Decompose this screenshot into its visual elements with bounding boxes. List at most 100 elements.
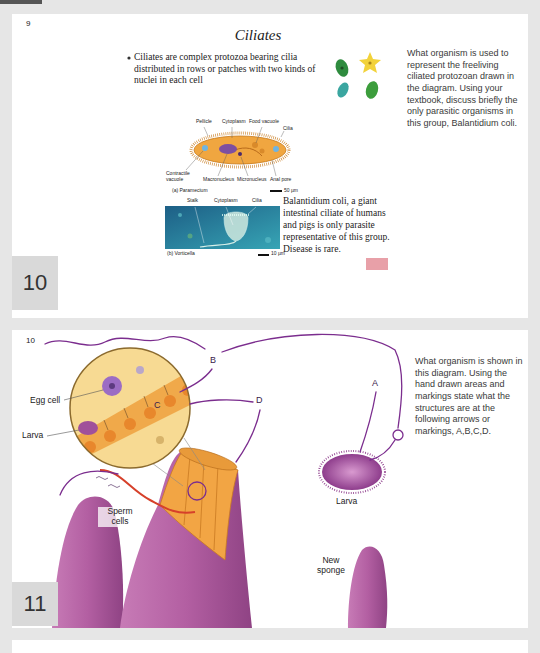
hand-mark <box>190 400 253 404</box>
leader-line <box>256 127 262 143</box>
photo-speck <box>178 213 182 217</box>
hand-mark <box>236 410 260 462</box>
part-label: Cilia <box>252 198 262 204</box>
part-label: Pellicle <box>196 119 212 125</box>
paramecium-figure <box>186 127 289 192</box>
slide-panel <box>12 14 528 318</box>
leader-line <box>204 127 208 136</box>
oral-groove <box>235 148 262 156</box>
micronucleus-shape <box>238 152 242 156</box>
hand-circle <box>393 430 403 440</box>
question-text: What organism is used to represent the f… <box>407 48 526 130</box>
vorticella-cilia <box>222 214 250 216</box>
cell-shape <box>156 436 164 444</box>
organism-icons <box>333 52 381 100</box>
link-button <box>366 258 388 270</box>
part-label: Sperm cells <box>98 507 142 527</box>
magnified-cells <box>60 365 210 470</box>
leader-line <box>248 207 256 214</box>
question-text: What organism is shown in this diagram. … <box>415 356 527 438</box>
protist-icon <box>333 57 350 78</box>
larva-cilia <box>319 451 385 493</box>
part-label: Cytoplasm <box>214 198 238 204</box>
hand-mark <box>180 369 212 392</box>
part-label: Egg cell <box>30 396 60 406</box>
flagellum <box>164 385 168 395</box>
hand-mark <box>45 337 205 349</box>
letter-marker: A <box>372 378 378 388</box>
slide-panel <box>12 640 528 653</box>
protist-icon <box>340 66 343 69</box>
scale-label: 50 µm <box>284 188 298 194</box>
part-label: Macronucleus <box>203 177 234 183</box>
slide-title: Ciliates <box>208 27 308 44</box>
hand-drawn-marks <box>45 334 403 500</box>
magnified-outline <box>70 348 190 468</box>
cell-shape <box>136 366 144 374</box>
flagellum <box>124 408 128 418</box>
collar-cell <box>124 418 136 430</box>
hand-mark <box>360 392 376 452</box>
leader-line <box>64 390 103 400</box>
part-label: Micronucleus <box>237 177 266 183</box>
letter-marker: D <box>256 395 263 405</box>
sponge-figure <box>47 348 387 628</box>
hand-mark <box>60 471 118 495</box>
cilia-fringe <box>191 133 289 167</box>
node-text: 11 <box>24 591 47 617</box>
contractile-vacuole-shape <box>273 146 279 152</box>
photo-ground <box>165 206 280 249</box>
leader-line <box>47 430 79 436</box>
hand-mark <box>222 334 402 428</box>
hand-mark <box>370 440 395 460</box>
macronucleus-shape <box>219 144 237 154</box>
flagellum <box>144 396 148 407</box>
part-label: Food vacuole <box>249 119 279 125</box>
collar-cell <box>84 441 96 453</box>
part-label: Cilia <box>283 126 293 132</box>
bullet-dot <box>127 56 130 59</box>
scale-label: 10 µm <box>271 251 285 257</box>
slide-number-box: 11 <box>12 582 58 626</box>
letter-marker: C <box>154 400 161 410</box>
zoom-line <box>152 463 183 486</box>
part-label: Larva <box>22 431 43 441</box>
protist-icon <box>364 80 380 100</box>
food-vacuole-shape <box>252 142 258 148</box>
part-label: Cytoplasm <box>222 119 246 125</box>
hand-circle <box>188 482 206 500</box>
channel-line <box>214 464 218 550</box>
slide-panel <box>12 330 528 628</box>
larva-shape <box>78 421 98 435</box>
leader-line <box>241 157 248 176</box>
slide-number: 9 <box>26 19 30 28</box>
slide-number-box: 10 <box>12 256 58 310</box>
leader-line <box>226 207 233 225</box>
top-bar <box>0 0 42 4</box>
figure-caption: (b) Vorticella <box>167 251 195 257</box>
flagellum <box>104 420 108 430</box>
paragraph: Balantidium coli, a giant intestinal cil… <box>283 196 399 255</box>
food-vacuole-shape <box>260 149 265 154</box>
contractile-vacuole-shape <box>202 145 208 151</box>
vorticella-photo <box>165 206 280 256</box>
zoom-line <box>184 438 205 470</box>
photo-speck <box>265 237 271 243</box>
sperm-symbol <box>96 477 108 480</box>
leader-line <box>186 151 203 170</box>
photo-speck <box>188 234 193 239</box>
egg-cell-shape <box>102 376 122 396</box>
paramecium-body <box>194 136 286 164</box>
leader-line <box>281 131 284 137</box>
figure-caption: (a) Paramecium <box>172 188 208 194</box>
egg-nucleus <box>109 383 115 389</box>
channel-line <box>184 456 190 525</box>
part-label: Contractile vacuole <box>166 171 196 182</box>
scale-bar <box>270 190 282 192</box>
leader-line <box>232 127 233 138</box>
sponge-body <box>120 452 252 628</box>
leader-lines <box>186 127 284 176</box>
part-label: Stalk <box>187 198 198 204</box>
vorticella-body <box>224 212 248 241</box>
